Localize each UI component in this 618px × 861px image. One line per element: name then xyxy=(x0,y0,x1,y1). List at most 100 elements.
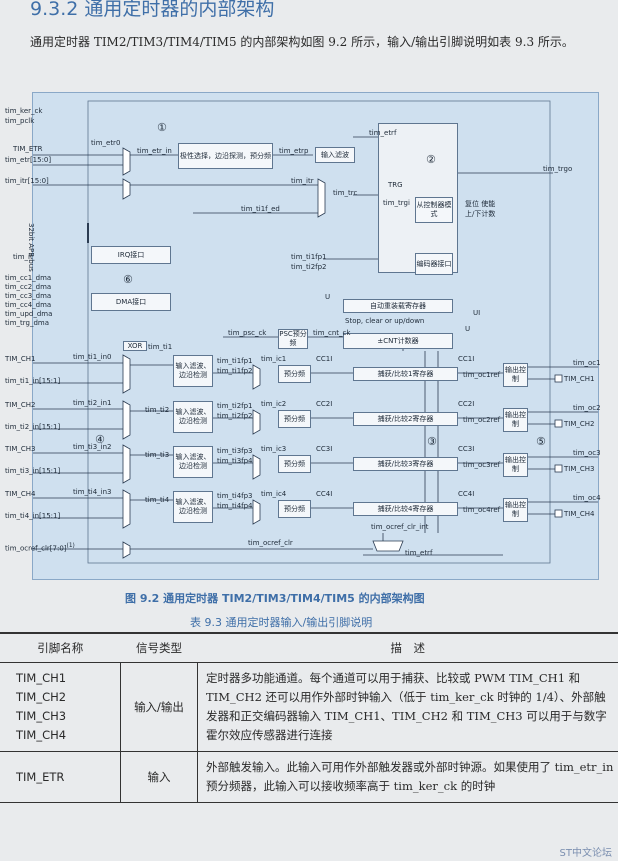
pin-label: tim_upd_dma xyxy=(5,310,53,318)
signal-label: tim_oc2ref xyxy=(463,416,501,424)
pin-label: TIM_CH1 xyxy=(5,355,36,363)
pin-label: TIM_CH2 xyxy=(5,401,36,409)
pin-label: tim_ocref_clr[7:0](1) xyxy=(5,543,75,553)
signal-label: tim_cnt_ck xyxy=(313,329,351,337)
signal-label: U xyxy=(325,293,331,301)
signal-label: tim_ti1fp1 xyxy=(217,357,253,365)
signal-label: CC4I xyxy=(316,490,333,498)
cc1-register: 捕获/比较1寄存器 xyxy=(353,367,458,381)
signal-label: CC1I xyxy=(316,355,333,363)
dma-block: DMA接口 xyxy=(91,293,171,311)
cc4-register: 捕获/比较4寄存器 xyxy=(353,502,458,516)
autoreload-register: 自动重装载寄存器 xyxy=(343,299,453,313)
timer-boundary xyxy=(87,100,551,564)
signal-label: tim_ti1_in0 xyxy=(73,353,112,361)
section-heading: 9.3.2 通用定时器的内部架构 xyxy=(30,0,275,20)
pin-label: tim_cc2_dma xyxy=(5,283,52,291)
output-label: tim_oc3 xyxy=(573,449,601,457)
pin-label: tim_itr[15:0] xyxy=(5,177,49,185)
signal-label: CC1I xyxy=(458,355,475,363)
signal-label: CC4I xyxy=(458,490,475,498)
stop-clear-label: Stop, clear or up/down xyxy=(345,317,425,325)
column-header: 描 述 xyxy=(197,632,618,663)
pin-label: 32bit APB bus xyxy=(27,223,35,272)
output-label: tim_trgo xyxy=(543,165,573,173)
output-label: TIM_CH2 xyxy=(564,420,595,428)
pin-name: TIM_CH1 xyxy=(16,671,67,685)
table-header-row: 引脚名称 信号类型 描 述 xyxy=(0,632,618,663)
column-header: 信号类型 xyxy=(120,632,198,663)
signal-label: tim_ti3_in2 xyxy=(73,443,112,451)
signal-label: tim_ti4_in3 xyxy=(73,488,112,496)
output-label: TIM_CH3 xyxy=(564,465,595,473)
cc2-register: 捕获/比较2寄存器 xyxy=(353,412,458,426)
ch4-prescaler: 预分频 xyxy=(278,500,311,518)
signal-label: tim_trgi xyxy=(383,199,410,207)
pin-names-cell: TIM_CH1 TIM_CH2 TIM_CH3 TIM_CH4 xyxy=(0,662,121,752)
pin-name: TIM_ETR xyxy=(16,769,65,784)
signal-label: tim_ti4 xyxy=(145,496,170,504)
output-label: tim_oc1 xyxy=(573,359,601,367)
signal-label: tim_ti3fp3 xyxy=(217,447,253,455)
description-cell: 外部触发输入。此输入可用作外部触发器或外部时钟源。如果使用了 tim_etr_i… xyxy=(197,751,618,803)
pin-label: tim_cc1_dma xyxy=(5,274,52,282)
slave-mode-block: 从控制器模式 xyxy=(415,197,453,223)
signal-label: CC2I xyxy=(458,400,475,408)
signal-label: tim_ti3fp4 xyxy=(217,457,253,465)
reset-note: 复位 使能 上/下计数 xyxy=(465,200,496,218)
ch2-filter-block: 输入滤波、边沿检测 xyxy=(173,401,213,433)
counter-block: ±CNT计数器 xyxy=(343,333,453,349)
signal-label: tim_ocref_clr_int xyxy=(371,523,429,531)
signal-label: tim_etrf xyxy=(405,549,433,557)
output-label: TIM_CH4 xyxy=(564,510,595,518)
ch1-output-control: 输出控制 xyxy=(503,363,528,387)
signal-label: tim_ti4fp4 xyxy=(217,502,253,510)
signal-label: tim_etr0 xyxy=(91,139,121,147)
figure-caption: 图 9.2 通用定时器 TIM2/TIM3/TIM4/TIM5 的内部架构图 xyxy=(125,592,425,605)
ch4-output-control: 输出控制 xyxy=(503,498,528,522)
signal-label: tim_oc3ref xyxy=(463,461,501,469)
output-label: tim_oc2 xyxy=(573,404,601,412)
pin-label: tim_ti4_in[15:1] xyxy=(5,512,61,520)
diagram-wires xyxy=(33,100,598,564)
signal-label: tim_ti2fp2 xyxy=(217,412,253,420)
pin-name: TIM_CH3 xyxy=(16,709,67,723)
marker-5: ⑤ xyxy=(536,435,546,448)
marker-4: ④ xyxy=(95,433,105,446)
output-label: TIM_CH1 xyxy=(564,375,595,383)
pin-label: TIM_CH4 xyxy=(5,490,36,498)
pin-label: tim_it xyxy=(13,253,33,261)
signal-label: tim_ti4fp3 xyxy=(217,492,253,500)
column-header: 引脚名称 xyxy=(0,632,121,663)
marker-2: ② xyxy=(426,153,436,166)
output-label: tim_oc4 xyxy=(573,494,601,502)
signal-label: tim_ti2fp2 xyxy=(291,263,327,271)
ch3-output-control: 输出控制 xyxy=(503,453,528,477)
signal-label: tim_ic2 xyxy=(261,400,287,408)
signal-label: tim_oc4ref xyxy=(463,506,501,514)
signal-label: tim_etrf xyxy=(369,129,397,137)
forum-watermark: ST中文论坛 xyxy=(559,848,612,859)
polarity-block: 极性选择，边沿探测，预分频 xyxy=(178,143,273,169)
signal-label: tim_ti2fp1 xyxy=(217,402,253,410)
signal-label: tim_ti1fp2 xyxy=(217,367,253,375)
pin-label: tim_cc4_dma xyxy=(5,301,52,309)
psc-block: PSC预分频 xyxy=(278,329,308,349)
cc3-register: 捕获/比较3寄存器 xyxy=(353,457,458,471)
signal-label: tim_trc xyxy=(333,189,358,197)
signal-type-cell: 输入/输出 xyxy=(120,662,198,752)
ch2-output-control: 输出控制 xyxy=(503,408,528,432)
pin-name: TIM_CH2 xyxy=(16,690,67,704)
pin-label: tim_ti2_in[15:1] xyxy=(5,423,61,431)
signal-label: tim_ic1 xyxy=(261,355,287,363)
pin-label: TIM_ETR xyxy=(13,145,43,153)
architecture-diagram: tim_ker_ck tim_pclk TIM_ETR tim_etr[15:0… xyxy=(5,92,601,580)
signal-type-cell: 输入 xyxy=(120,751,198,803)
marker-6: ⑥ xyxy=(123,273,133,286)
encoder-block: 编码器接口 xyxy=(415,253,453,275)
ch3-filter-block: 输入滤波、边沿检测 xyxy=(173,446,213,478)
signal-label: tim_itr xyxy=(291,177,314,185)
signal-label: tim_etrp xyxy=(279,147,309,155)
pin-label: tim_cc3_dma xyxy=(5,292,52,300)
signal-label: U xyxy=(465,325,471,333)
